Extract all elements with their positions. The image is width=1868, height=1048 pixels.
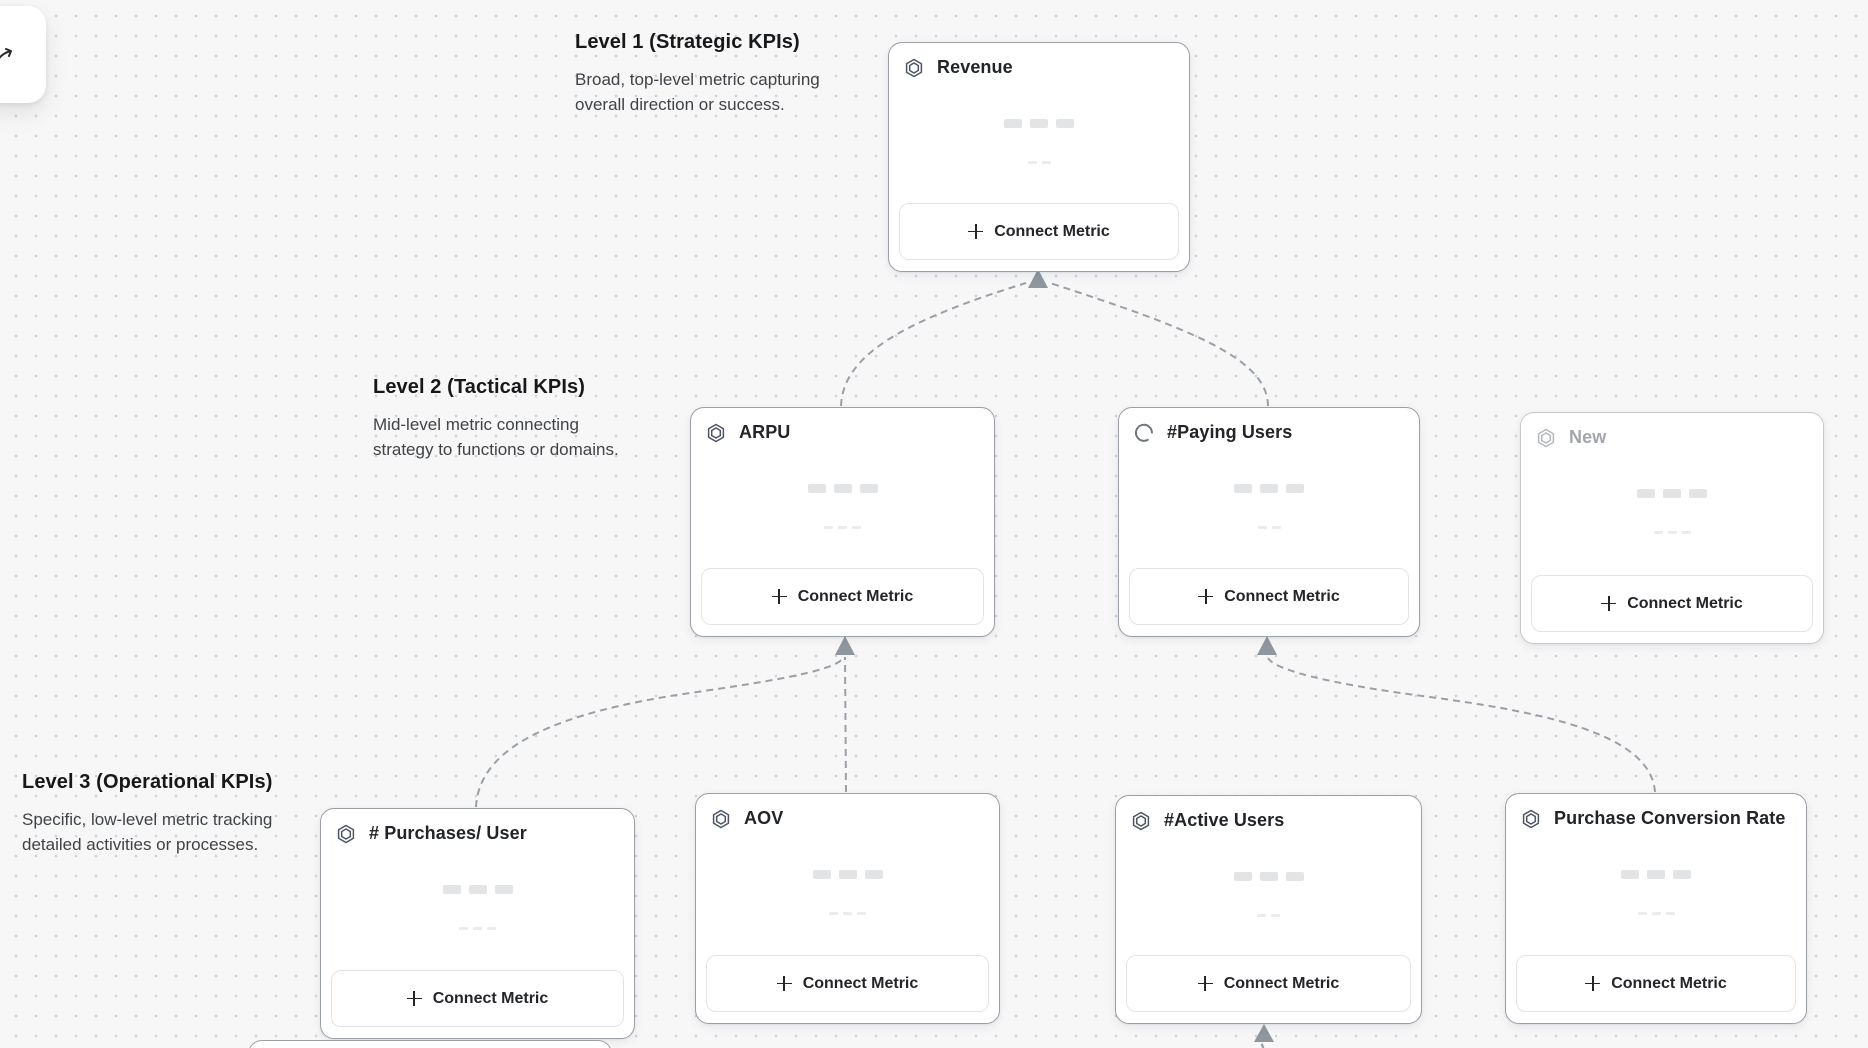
- metric-card-aov[interactable]: AOV Connect Metric: [695, 793, 1000, 1024]
- level-2-title: Level 2 (Tactical KPIs): [373, 376, 586, 398]
- hexagon-icon: [1536, 428, 1556, 448]
- hexagon-icon: [711, 809, 731, 829]
- metric-card-paying-users[interactable]: #Paying Users Connect Metric: [1118, 407, 1420, 637]
- connect-metric-label: Connect Metric: [802, 974, 919, 992]
- hexagon-icon: [336, 824, 356, 844]
- hexagon-icon: [1521, 809, 1541, 829]
- connect-metric-label: Connect Metric: [1627, 594, 1743, 612]
- metric-placeholder-dashes: [691, 526, 994, 529]
- plus-icon: [406, 991, 422, 1006]
- metric-card-title: New: [1569, 427, 1607, 447]
- connect-metric-button[interactable]: Connect Metric: [331, 970, 624, 1027]
- metric-card-title: # Purchases/ User: [369, 823, 527, 843]
- connect-metric-button[interactable]: Connect Metric: [1516, 955, 1796, 1012]
- metric-card-arpu[interactable]: ARPU Connect Metric: [690, 407, 995, 637]
- metric-card-title: AOV: [744, 808, 784, 828]
- connect-metric-label: Connect Metric: [1224, 587, 1340, 605]
- level-3-title: Level 3 (Operational KPIs): [22, 771, 273, 793]
- metric-placeholder-bars: [321, 885, 634, 894]
- hexagon-icon: [904, 58, 924, 78]
- plus-icon: [1585, 976, 1601, 991]
- cursor-arrow-icon: [0, 48, 12, 59]
- plus-icon: [771, 589, 787, 604]
- metric-placeholder-dashes: [696, 912, 999, 915]
- level-3-description: Specific, low-level metric tracking deta…: [22, 810, 273, 854]
- metric-card-partial[interactable]: [248, 1040, 612, 1048]
- plus-icon: [1601, 596, 1617, 611]
- metric-placeholder-dashes: [321, 927, 634, 930]
- connect-metric-button[interactable]: Connect Metric: [1531, 575, 1813, 632]
- hexagon-icon: [706, 423, 726, 443]
- level-2-label: Level 2 (Tactical KPIs) Mid-level metric…: [373, 376, 619, 462]
- connect-metric-button[interactable]: Connect Metric: [706, 955, 989, 1012]
- connect-metric-label: Connect Metric: [994, 222, 1110, 240]
- metric-card-active-users[interactable]: #Active Users Connect Metric: [1115, 795, 1422, 1024]
- metric-card-revenue[interactable]: Revenue Connect Metric: [888, 42, 1190, 272]
- level-1-description: Broad, top-level metric capturing overal…: [575, 70, 820, 114]
- metric-card-title: #Paying Users: [1167, 422, 1293, 442]
- metric-placeholder-bars: [1116, 872, 1421, 881]
- plus-icon: [968, 224, 984, 239]
- metric-placeholder-dashes: [1506, 912, 1806, 915]
- connect-metric-label: Connect Metric: [1611, 974, 1727, 992]
- metric-placeholder-bars: [889, 119, 1189, 128]
- connect-metric-button[interactable]: Connect Metric: [1126, 955, 1411, 1012]
- metric-placeholder-dashes: [889, 161, 1189, 164]
- level-1-label: Level 1 (Strategic KPIs) Broad, top-leve…: [575, 31, 820, 117]
- metric-card-new[interactable]: New Connect Metric: [1520, 412, 1824, 644]
- connect-metric-label: Connect Metric: [432, 989, 549, 1007]
- canvas-toolbar-panel[interactable]: [0, 6, 46, 103]
- level-3-label: Level 3 (Operational KPIs) Specific, low…: [22, 771, 272, 857]
- metric-placeholder-bars: [1119, 484, 1419, 493]
- metric-card-purchase-conversion-rate[interactable]: Purchase Conversion Rate Connect Metric: [1505, 793, 1807, 1024]
- metric-card-title: Revenue: [937, 57, 1013, 77]
- metric-placeholder-bars: [1521, 489, 1823, 498]
- metric-placeholder-bars: [696, 870, 999, 879]
- metric-placeholder-bars: [1506, 870, 1806, 879]
- metric-card-purchases-per-user[interactable]: # Purchases/ User Connect Metric: [320, 808, 635, 1039]
- level-2-description: Mid-level metric connecting strategy to …: [373, 415, 619, 459]
- metric-card-title: Purchase Conversion Rate: [1554, 808, 1786, 828]
- metric-placeholder-bars: [691, 484, 994, 493]
- metric-placeholder-dashes: [1116, 914, 1421, 917]
- connect-metric-label: Connect Metric: [797, 587, 914, 605]
- connect-metric-label: Connect Metric: [1223, 974, 1340, 992]
- hexagon-icon: [1131, 811, 1151, 831]
- plus-icon: [1198, 589, 1214, 604]
- plus-icon: [776, 976, 792, 991]
- connect-metric-button[interactable]: Connect Metric: [701, 568, 984, 625]
- metric-placeholder-dashes: [1521, 531, 1823, 534]
- level-1-title: Level 1 (Strategic KPIs): [575, 31, 800, 53]
- metric-placeholder-dashes: [1119, 526, 1419, 529]
- loading-spinner-icon: [1134, 423, 1154, 443]
- connect-metric-button[interactable]: Connect Metric: [899, 203, 1179, 260]
- plus-icon: [1197, 976, 1213, 991]
- metric-card-title: ARPU: [739, 422, 791, 442]
- metric-card-title: #Active Users: [1164, 810, 1285, 830]
- connect-metric-button[interactable]: Connect Metric: [1129, 568, 1409, 625]
